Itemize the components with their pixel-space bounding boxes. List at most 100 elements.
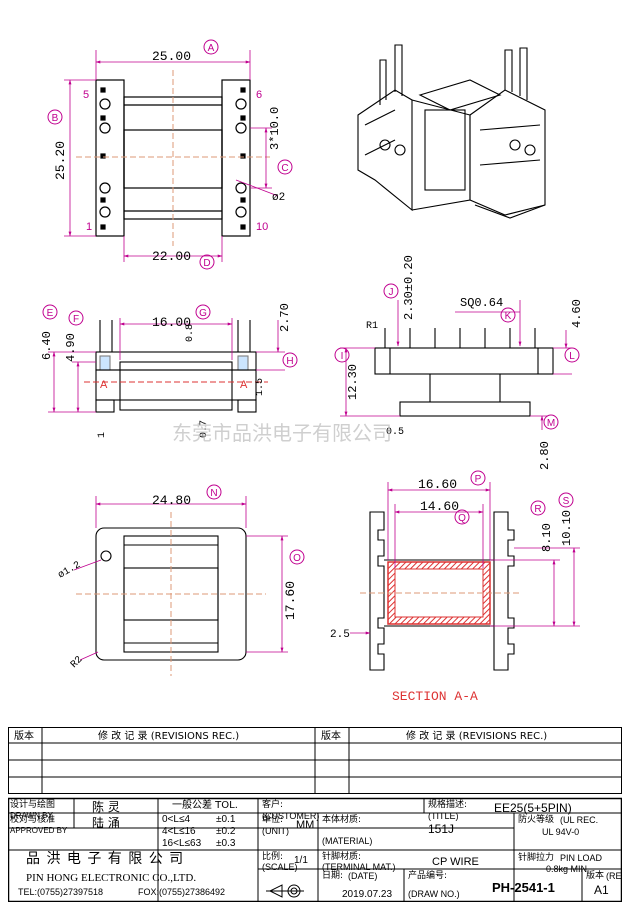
ref-letter-r: R bbox=[534, 504, 541, 515]
dim-1-5: 1.5 bbox=[255, 378, 266, 396]
rev-col-record-2: 修 改 记 录 (REVISIONS REC.) bbox=[406, 731, 548, 742]
company-fax: FOX:(0755)27386492 bbox=[138, 887, 226, 897]
product-title: EE25(5+5PIN) bbox=[494, 801, 572, 815]
customer-cn: 客户: bbox=[262, 800, 284, 810]
dim-0-5: 0.5 bbox=[386, 427, 404, 438]
front-view bbox=[95, 320, 257, 413]
date-en: (DATE) bbox=[348, 871, 378, 881]
dim-14-60: 14.60 bbox=[420, 499, 459, 514]
ref-letter-e: E bbox=[47, 308, 54, 319]
dim-sq: SQ0.64 bbox=[460, 296, 503, 310]
dim-pin-length: 2.30±0.20 bbox=[402, 255, 416, 320]
ref-letter-f: F bbox=[73, 314, 79, 325]
tol-title: 一般公差 TOL. bbox=[172, 800, 238, 811]
ref-circle-e bbox=[42, 304, 58, 320]
dim-22-00: 22.00 bbox=[152, 249, 191, 264]
date-cn: 日期: bbox=[322, 871, 344, 881]
dim-16-00: 16.00 bbox=[152, 315, 191, 330]
date-value: 2019.07.23 bbox=[342, 889, 393, 900]
pin-1-label: 1 bbox=[86, 221, 92, 233]
tol-value-1: ±0.1 bbox=[216, 814, 236, 825]
ref-circle-r bbox=[530, 500, 546, 516]
section-mark-left: A bbox=[100, 379, 108, 391]
material-value: 151J bbox=[428, 822, 455, 836]
ref-letter-p: P bbox=[475, 474, 482, 485]
ref-circle-n bbox=[206, 484, 222, 500]
ref-circle-g bbox=[195, 304, 211, 320]
ref-letter-k: K bbox=[505, 311, 512, 322]
pull-value: 0.8kg MIN bbox=[546, 864, 588, 874]
ref-letter-n: N bbox=[210, 488, 217, 499]
ref-circle-h bbox=[282, 352, 298, 368]
drawno-en: (DRAW NO.) bbox=[408, 889, 460, 899]
dim-r1: R1 bbox=[366, 321, 378, 332]
pull-en: PIN LOAD bbox=[560, 853, 603, 863]
ref-letter-l: L bbox=[569, 351, 575, 362]
title-en: (TITLE) bbox=[428, 811, 459, 821]
fire-cn: 防火等级 bbox=[518, 815, 555, 825]
dim-2-70: 2.70 bbox=[278, 303, 292, 332]
dim-6-40: 6.40 bbox=[40, 331, 54, 360]
unit-en: (UNIT) bbox=[262, 826, 289, 836]
material-cn: 本体材质: bbox=[322, 815, 362, 825]
company-tel: TEL:(0755)27397518 bbox=[18, 887, 104, 897]
ref-circle-m bbox=[543, 414, 559, 430]
tol-value-3: ±0.3 bbox=[216, 838, 236, 849]
ref-circle-l bbox=[564, 347, 580, 363]
title-block-frame bbox=[8, 727, 622, 902]
dim-hole-1-2: ø1.2 bbox=[57, 560, 83, 582]
dim-hole: ø2 bbox=[272, 192, 285, 204]
ref-letter-b: B bbox=[52, 113, 59, 124]
ref-letter-a: A bbox=[208, 43, 215, 54]
dim-16-60: 16.60 bbox=[418, 477, 457, 492]
dim-4-90: 4.90 bbox=[64, 333, 78, 362]
approved-by: 陆 涌 bbox=[92, 816, 120, 830]
section-view bbox=[369, 511, 515, 671]
rev-cn: 版本 bbox=[586, 871, 605, 881]
watermark: 东莞市品洪电子有限公司 bbox=[172, 421, 392, 445]
ref-letter-i: I bbox=[341, 351, 344, 362]
rev-col-record-1: 修 改 记 录 (REVISIONS REC.) bbox=[98, 731, 240, 742]
section-mark-right: A bbox=[240, 379, 248, 391]
ref-circle-q bbox=[454, 509, 470, 525]
rev-en: (RE bbox=[606, 871, 622, 881]
rev-col-version-1: 版本 bbox=[14, 731, 34, 742]
dim-4-60: 4.60 bbox=[570, 299, 584, 328]
terminal-value: CP WIRE bbox=[432, 856, 479, 868]
tol-range-2: 4<L≤16 bbox=[162, 826, 196, 837]
ref-letter-j: J bbox=[389, 287, 394, 298]
fire-value: UL 94V-0 bbox=[542, 827, 580, 837]
ref-circle-b bbox=[47, 109, 63, 125]
ref-letter-d: D bbox=[203, 258, 210, 269]
drawn-by-label-en: DRAWN BY bbox=[10, 811, 53, 820]
pin-5-label: 5 bbox=[83, 89, 89, 101]
ref-circle-k bbox=[500, 307, 516, 323]
approved-label-cn: 校对与核准 bbox=[10, 815, 56, 825]
ref-circle-c bbox=[277, 159, 293, 175]
dim-10-10: 10.10 bbox=[560, 510, 574, 546]
company-en: PIN HONG ELECTRONIC CO.,LTD. bbox=[26, 872, 197, 884]
side-view bbox=[374, 328, 554, 417]
dim-8-10: 8.10 bbox=[540, 523, 554, 552]
material-en: (MATERIAL) bbox=[322, 836, 373, 846]
section-label: SECTION A-A bbox=[392, 689, 478, 704]
dim-25-00: 25.00 bbox=[152, 49, 191, 64]
dim-2-5: 2.5 bbox=[330, 629, 350, 641]
ref-circle-i bbox=[334, 347, 350, 363]
dim-17-60: 17.60 bbox=[283, 581, 298, 620]
title-cn: 规格描述: bbox=[428, 800, 468, 810]
drawno-value: PH-2541-1 bbox=[492, 880, 555, 895]
ref-circle-j bbox=[383, 283, 399, 299]
ref-circle-f bbox=[68, 310, 84, 326]
top-view bbox=[95, 79, 251, 237]
pull-cn: 针脚拉力 bbox=[518, 853, 555, 863]
ref-letter-q: Q bbox=[458, 513, 466, 524]
ref-circle-a bbox=[203, 39, 219, 55]
approved-label-en: APPROVED BY bbox=[10, 826, 68, 835]
ref-letter-c: C bbox=[281, 163, 288, 174]
tol-range-3: 16<L≤63 bbox=[162, 838, 202, 849]
dim-24-80: 24.80 bbox=[152, 493, 191, 508]
tol-range-1: 0<L≤4 bbox=[162, 814, 191, 825]
rev-col-version-2: 版本 bbox=[321, 731, 341, 742]
